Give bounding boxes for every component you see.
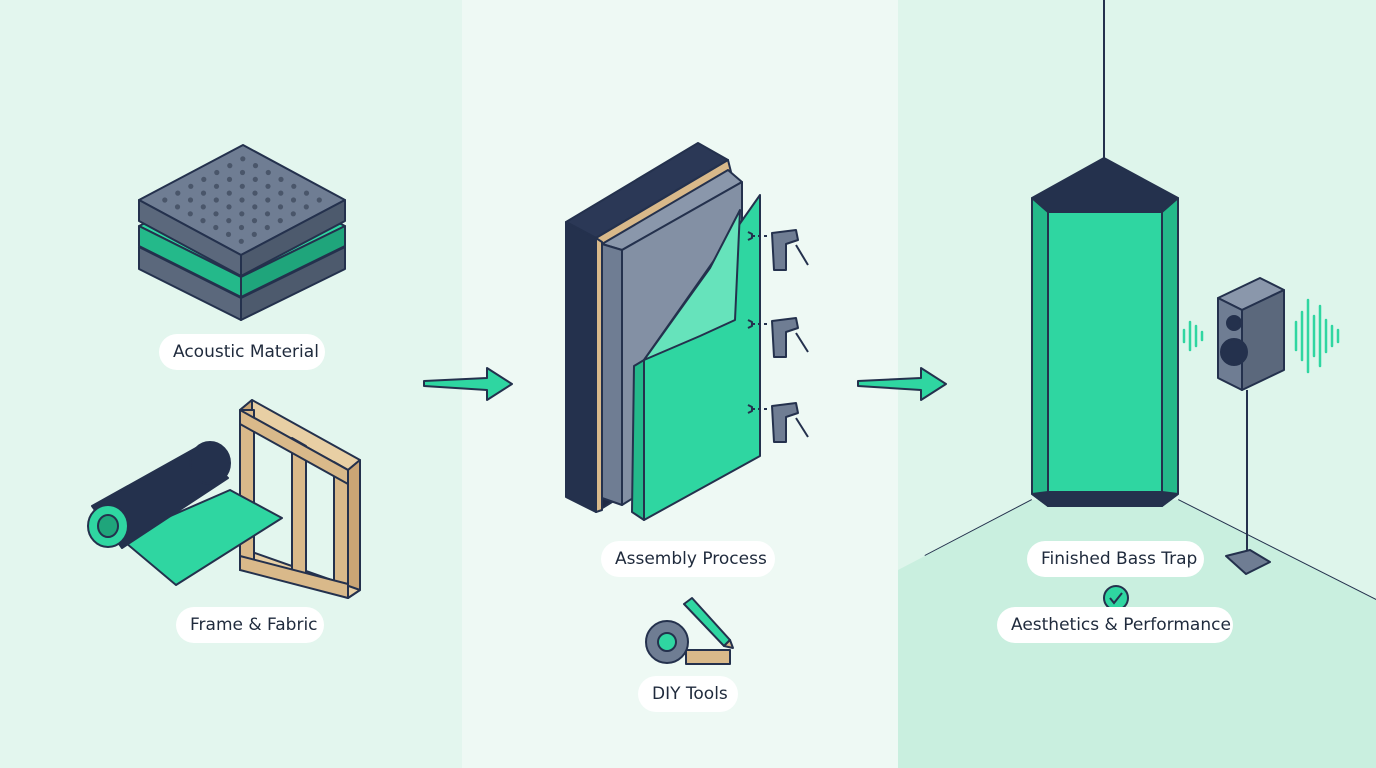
arrow-right-icon [423,367,513,401]
perforation-dot [238,238,244,244]
panel-materials-bg [0,0,462,768]
perforation-dot [226,176,233,182]
bass-trap-icon [1031,157,1179,507]
perforation-dot [213,183,220,189]
perforation-dot [226,204,232,210]
perforation-dot [226,190,232,196]
perforation-dot [200,190,207,196]
acoustic-material-stack-icon [138,144,346,321]
label-diy-tools: DIY Tools [638,676,738,712]
panel-assembly-icon [565,142,761,521]
perforation-dot [188,183,194,189]
perforation-dot [201,176,207,182]
perforation-dot [290,197,297,203]
perforation-dot [278,190,284,196]
perforation-dot [239,211,245,217]
perforation-dot [264,224,270,231]
perforation-dot [239,169,246,176]
perforation-dot [227,163,233,169]
perforation-dot [239,197,245,203]
staple-gun-icon [747,402,809,443]
tape-measure-pencil-icon [645,597,734,665]
perforation-dot [252,204,258,210]
perforation-dot [187,197,194,203]
perforation-dot [277,204,284,210]
perforation-dot [251,218,258,224]
perforation-dot [316,197,322,203]
perforation-dot [238,224,245,231]
staple-gun-icon [747,229,809,271]
perforation-dot [265,169,271,176]
perforation-dot [303,204,309,210]
perforation-dot [187,211,193,217]
perforation-dot [290,211,296,217]
perforation-dot [252,190,258,196]
perforation-dot [175,190,181,196]
perforation-dot [277,218,283,224]
perforation-dot [265,183,271,189]
perforation-dot [200,204,206,210]
perforation-dot [265,197,271,203]
perforation-dot [252,163,259,169]
label-frame-fabric: Frame & Fabric [176,607,324,643]
fabric-roll-icon [87,441,283,586]
staple-gun-icon [747,317,809,358]
perforation-dot [239,183,245,189]
perforation-dot [162,197,168,203]
perforation-dot [252,176,258,182]
perforation-dot [213,224,219,231]
perforation-dot [278,176,284,182]
perforation-dot [264,211,271,217]
label-acoustic-material: Acoustic Material [159,334,325,370]
label-aesthetics-performance: Aesthetics & Performance [997,607,1233,643]
label-finished-bass-trap: Finished Bass Trap [1027,541,1204,577]
speaker-icon [1217,277,1285,575]
perforation-dot [251,231,257,237]
label-assembly-process: Assembly Process [601,541,775,577]
perforation-dot [291,183,297,189]
perforation-dot [240,156,246,162]
sound-wave-icon [1182,298,1340,374]
perforation-dot [303,190,310,196]
perforation-dot [214,169,220,176]
perforation-dot [226,218,232,224]
perforation-dot [225,231,232,237]
perforation-dot [213,197,219,203]
perforation-dot [213,211,219,217]
arrow-right-icon [857,367,947,401]
perforation-dot [174,204,181,210]
perforation-dot [200,218,206,224]
